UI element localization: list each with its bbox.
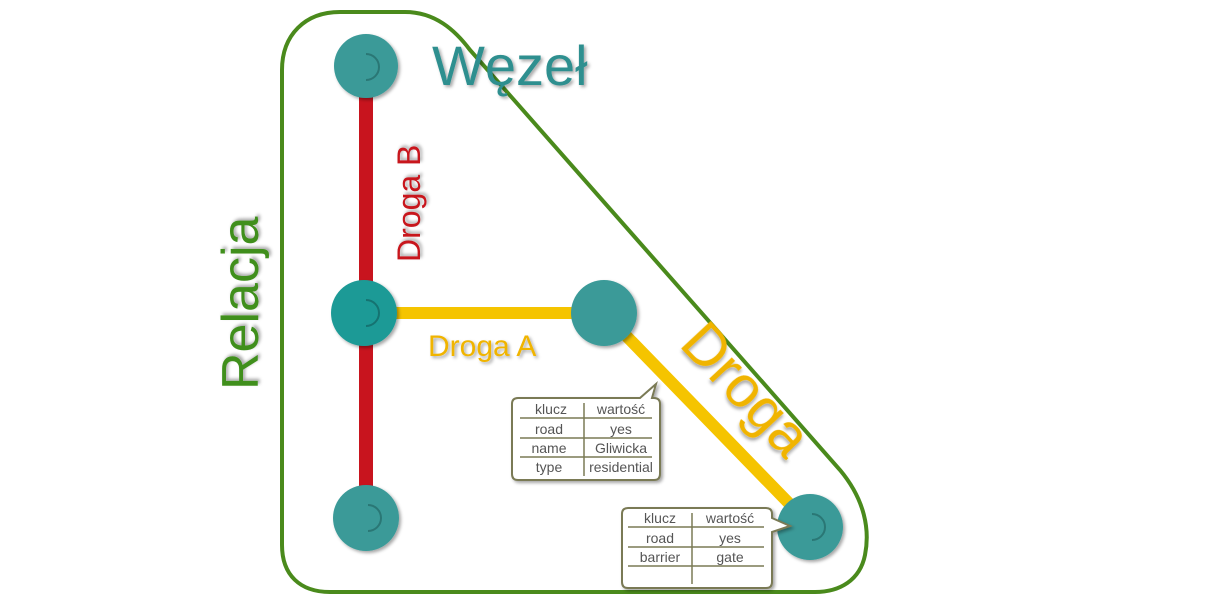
table2-header-value: wartość [705, 510, 754, 526]
table1-header-value: wartość [596, 401, 645, 417]
node-middle [571, 280, 637, 346]
node-bottom-left [333, 485, 399, 551]
node-top-left [334, 34, 398, 98]
tag-table-1: klucz wartość road yes name Gliwicka typ… [511, 381, 661, 481]
table2-row2-key: barrier [640, 549, 681, 565]
table1-row2-value: Gliwicka [595, 440, 647, 456]
table1-header-key: klucz [535, 401, 567, 417]
table1-row3-value: residential [589, 459, 653, 475]
relation-label: Relacja [212, 217, 270, 390]
table1-row1-value: yes [610, 421, 632, 437]
road-a-label: Droga A [428, 330, 536, 363]
road-b-label: Droga B [391, 145, 427, 262]
table1-row3-key: type [536, 459, 563, 475]
node-label: Węzeł [432, 34, 588, 97]
table2-row2-value: gate [716, 549, 743, 565]
tag-table-2: klucz wartość road yes barrier gate [621, 507, 793, 589]
table1-row2-key: name [531, 440, 566, 456]
table2-row1-value: yes [719, 530, 741, 546]
relation-outline [280, 10, 869, 594]
node-bottom-right [777, 494, 843, 560]
way-label: Droga [668, 310, 824, 470]
table1-row1-key: road [535, 421, 563, 437]
table2-header-key: klucz [644, 510, 676, 526]
table2-row1-key: road [646, 530, 674, 546]
node-middle-left [331, 280, 397, 346]
